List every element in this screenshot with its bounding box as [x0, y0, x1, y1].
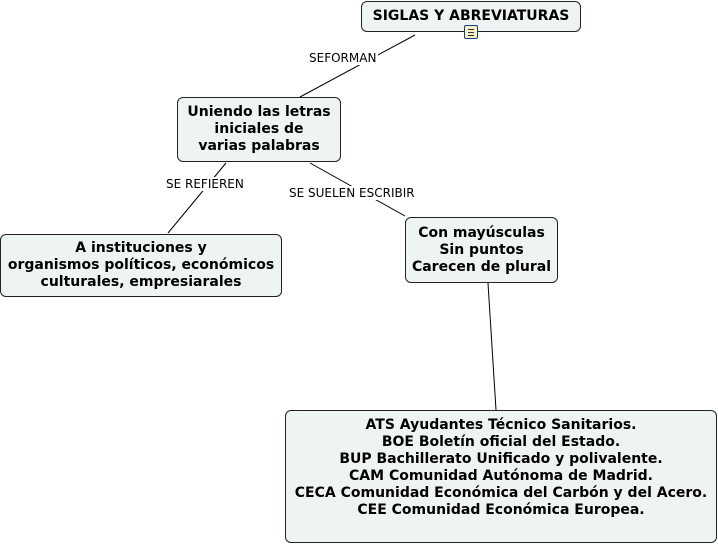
left-node-line: organismos políticos, económicos [7, 257, 275, 273]
example-line: CAM Comunidad Autónoma de Madrid. [349, 468, 653, 484]
examples-node[interactable]: ATS Ayudantes Técnico Sanitarios. BOE Bo… [285, 410, 717, 543]
left-node-line: culturales, empresiarales [40, 274, 242, 290]
topic-line: Uniendo las letras [187, 104, 331, 120]
topic-line: iniciales de [214, 121, 304, 137]
connector-right-examples [487, 282, 497, 411]
example-line: CECA Comunidad Económica del Carbón y de… [294, 485, 708, 501]
left-node[interactable]: A instituciones y organismos políticos, … [0, 234, 282, 297]
right-node-line: Sin puntos [439, 241, 524, 258]
topic-line: varias palabras [198, 138, 320, 154]
right-node-line: Con mayúsculas [418, 224, 545, 241]
connector-topic-left [167, 162, 227, 234]
example-line: BUP Bachillerato Unificado y polivalente… [339, 451, 663, 467]
left-node-line: A instituciones y [75, 240, 207, 256]
connector-root-topic [299, 34, 416, 98]
link-label-se-refieren: SE REFIEREN [164, 177, 246, 191]
example-line: ATS Ayudantes Técnico Sanitarios. [365, 417, 637, 433]
topic-node[interactable]: Uniendo las letras iniciales de varias p… [177, 97, 341, 162]
example-line: CEE Comunidad Económica Europea. [357, 502, 645, 518]
link-label-se-suelen-escribir: SE SUELEN ESCRIBIR [287, 186, 417, 200]
right-node[interactable]: Con mayúsculas Sin puntos Carecen de plu… [405, 217, 558, 283]
right-node-line: Carecen de plural [411, 258, 552, 275]
example-line: BOE Boletín oficial del Estado. [381, 434, 621, 450]
link-label-seforman: SEFORMAN [307, 51, 379, 65]
note-icon[interactable] [464, 25, 478, 39]
root-node[interactable]: SIGLAS Y ABREVIATURAS [361, 1, 581, 32]
root-title: SIGLAS Y ABREVIATURAS [372, 8, 570, 24]
